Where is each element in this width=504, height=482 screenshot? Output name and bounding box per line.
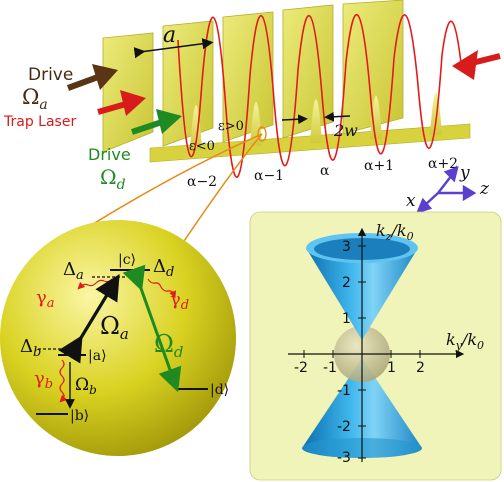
ky-tick-label-2: -1 xyxy=(323,360,337,376)
zoom-lines xyxy=(79,133,263,251)
trap-laser-label: Trap Laser xyxy=(3,114,76,130)
drive-a-beam xyxy=(66,64,118,91)
ket-b: |b⟩ xyxy=(70,408,89,424)
kz-tick-label-2: 2 xyxy=(342,275,351,291)
trap-laser-beam xyxy=(97,90,146,116)
gamma-a-label: γa xyxy=(36,287,55,311)
kz-tick-label-6: -3 xyxy=(337,450,351,466)
ky-tick-label-4: 2 xyxy=(416,360,425,376)
peak-4 xyxy=(370,95,382,139)
ky-axis-label: ky/k0 xyxy=(446,330,484,352)
axis-y-label: y xyxy=(459,163,470,183)
spacing-label: a xyxy=(163,23,176,48)
ket-d: |d⟩ xyxy=(210,382,229,398)
ket-c: |c⟩ xyxy=(118,252,136,268)
omega-b-label: Ωb xyxy=(75,375,97,397)
axis-z-label: z xyxy=(479,179,490,199)
site-label-3: α xyxy=(320,163,330,179)
site-label-5: α+2 xyxy=(428,156,458,172)
omega-a-arrow xyxy=(58,274,120,364)
drive-d-beam xyxy=(131,109,182,135)
axes-3d xyxy=(415,166,477,214)
ky-tick-label-3: 1 xyxy=(387,360,396,376)
kz-axis-label: kz/k0 xyxy=(376,221,414,243)
axis-x-label: x xyxy=(406,191,416,211)
plate-5 xyxy=(342,0,404,135)
trap-laser-beam-right xyxy=(452,50,501,80)
standing-wave xyxy=(177,13,463,178)
kz-tick-label-5: -2 xyxy=(337,419,351,435)
omega-d-arrow xyxy=(122,264,182,393)
ky-tick-label-1: -2 xyxy=(294,360,308,376)
ky-ticks xyxy=(303,350,421,358)
width-arrow-left xyxy=(281,114,308,125)
kz-tick-label-4: -1 xyxy=(337,383,351,399)
zoom-spot xyxy=(257,126,267,142)
width-label: 2w xyxy=(333,121,358,140)
width-arrow-right xyxy=(324,111,351,122)
spacing-arrow xyxy=(133,38,214,59)
ket-a: |a⟩ xyxy=(88,348,107,364)
omega-d-label: Ωd xyxy=(154,330,184,361)
kz-tick-label-1: 3 xyxy=(342,239,351,255)
drive-a-symbol: Ωa xyxy=(22,85,48,113)
site-label-4: α+1 xyxy=(364,158,394,174)
site-label-2: α−1 xyxy=(254,168,284,184)
eps-neg-label: ε<0 xyxy=(189,139,215,154)
lattice-plates xyxy=(102,0,471,163)
drive-a-word: Drive xyxy=(28,65,73,85)
gamma-b-label: γb xyxy=(34,368,53,392)
plate-3 xyxy=(222,11,274,143)
plate-4 xyxy=(282,4,334,139)
drive-d-symbol: Ωd xyxy=(100,165,126,193)
eps-pos-label: ε>0 xyxy=(218,119,244,134)
delta-b-label: Δb xyxy=(20,336,41,360)
decay-b xyxy=(59,359,68,403)
peak-3 xyxy=(310,99,322,143)
drive-d-word: Drive xyxy=(88,145,131,164)
kz-tick-label-3: 1 xyxy=(342,311,351,327)
site-label-1: α−2 xyxy=(187,174,217,190)
kz-ticks xyxy=(358,245,366,459)
peak-5 xyxy=(430,92,442,135)
